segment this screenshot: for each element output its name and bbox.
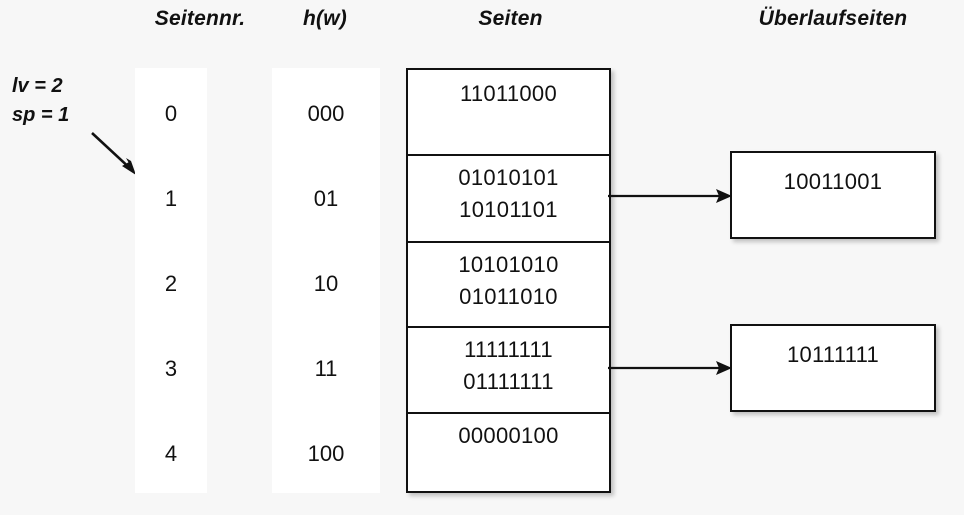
hw-cell-2: 10 <box>313 271 339 296</box>
overflow-entry: 10011001 <box>783 169 883 194</box>
hw-cell-0: 000 <box>307 101 345 126</box>
column-seitennr: 0 1 2 3 4 <box>135 68 207 493</box>
page-entry: 01011010 <box>459 284 558 309</box>
page-row-0: 11011000 <box>408 70 609 154</box>
column-header-seitennr: Seitennr. <box>154 7 246 30</box>
page-entry: 10101101 <box>459 197 558 222</box>
row-divider <box>408 326 609 328</box>
page-entry: 01111111 <box>463 369 554 394</box>
arrow-right-icon <box>608 361 732 375</box>
seitennr-cell-3: 3 <box>164 356 178 381</box>
page-row-2: 10101010 01011010 <box>408 241 609 326</box>
annotation-lv: lv = 2 <box>12 75 63 97</box>
annotation-sp: sp = 1 <box>12 104 70 126</box>
arrow-right-icon <box>608 189 732 203</box>
seitennr-cell-2: 2 <box>164 271 178 296</box>
page-entry: 01010101 <box>458 165 559 190</box>
page-entry: 11011000 <box>459 81 558 106</box>
page-entry: 11111111 <box>464 337 553 362</box>
page-row-1: 01010101 10101101 <box>408 154 609 241</box>
page-row-3: 11111111 01111111 <box>408 326 609 412</box>
row-divider <box>408 412 609 414</box>
column-header-hw: h(w) <box>303 7 347 30</box>
column-header-seiten: Seiten <box>478 7 543 30</box>
page-entry: 00000100 <box>458 423 559 448</box>
column-hw: 000 01 10 11 100 <box>272 68 380 493</box>
page-row-4: 00000100 <box>408 412 609 495</box>
hw-cell-3: 11 <box>314 356 338 381</box>
seiten-table: 11011000 01010101 10101101 10101010 0101… <box>406 68 611 493</box>
hw-cell-1: 01 <box>313 186 339 211</box>
overflow-page-box-0: 10011001 <box>730 151 936 239</box>
row-divider <box>408 154 609 156</box>
seitennr-cell-4: 4 <box>164 441 178 466</box>
column-header-ueberlaufseiten: Überlaufseiten <box>758 7 908 30</box>
seitennr-cell-1: 1 <box>164 186 178 211</box>
overflow-page-box-1: 10111111 <box>730 324 936 412</box>
parameter-annotation: lv = 2 sp = 1 <box>12 72 132 130</box>
seitennr-cell-0: 0 <box>164 101 178 126</box>
page-entry: 10101010 <box>458 252 559 277</box>
row-divider <box>408 241 609 243</box>
hw-cell-4: 100 <box>307 441 345 466</box>
overflow-entry: 10111111 <box>786 342 880 367</box>
